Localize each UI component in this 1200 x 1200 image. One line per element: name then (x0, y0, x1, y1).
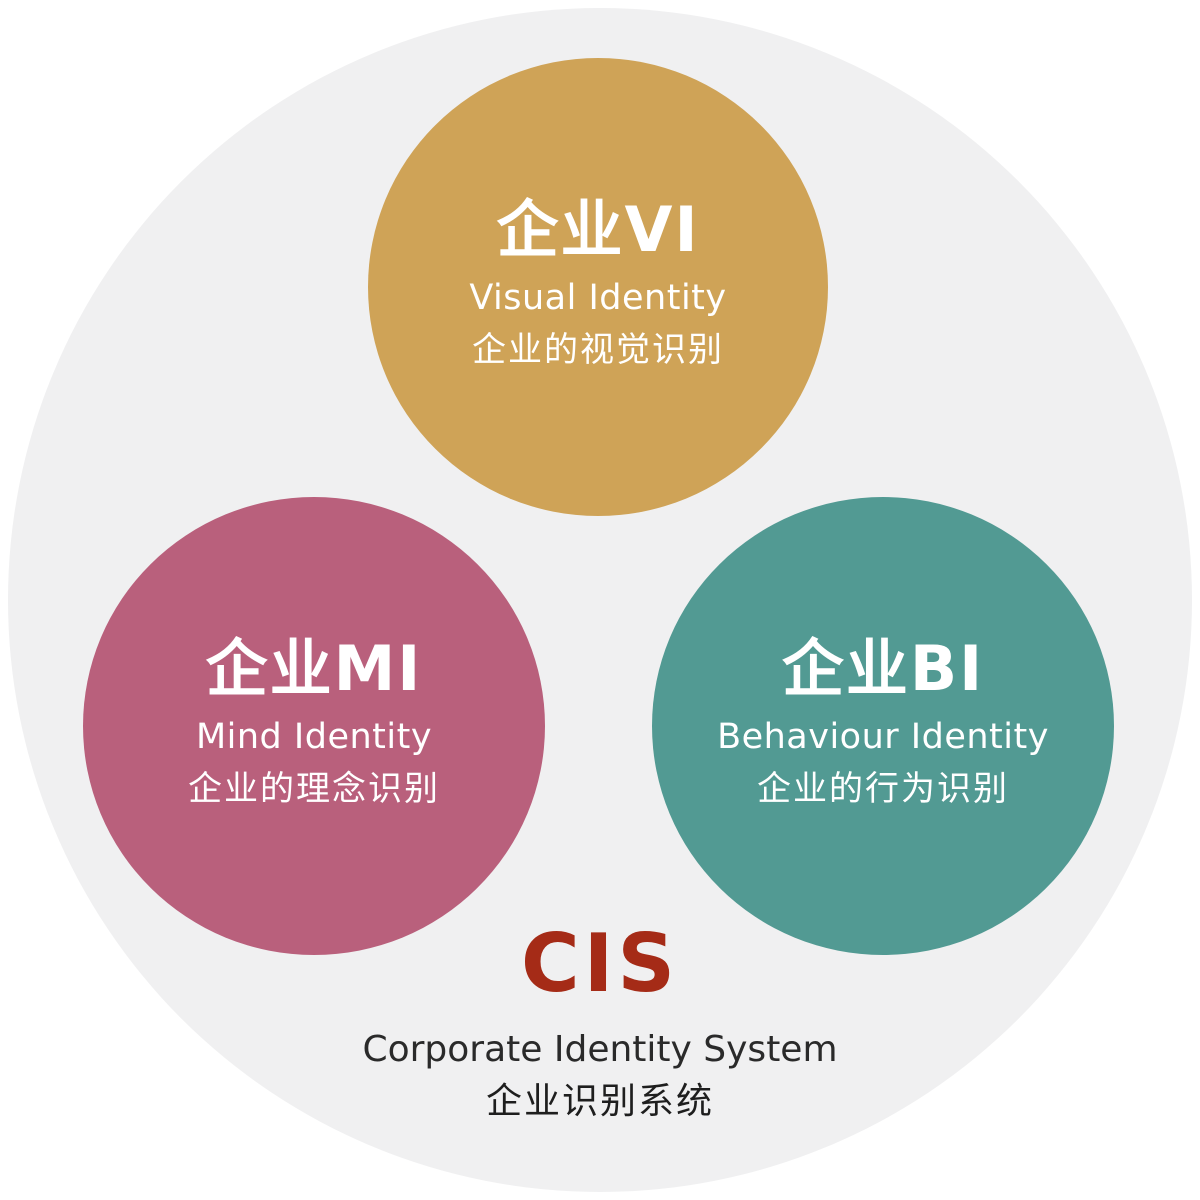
vi-description: 企业的视觉识别 (472, 329, 724, 370)
cis-title: CIS (520, 917, 680, 1010)
bi-title: 企业BI (781, 632, 985, 706)
cis-subtitle: Corporate Identity System (362, 1029, 838, 1070)
mi-circle: 企业MI Mind Identity 企业的理念识别 (83, 497, 545, 955)
cis-label-block: CIS Corporate Identity System 企业识别系统 (300, 920, 900, 1121)
cis-description: 企业识别系统 (485, 1080, 714, 1122)
bi-circle: 企业BI Behaviour Identity 企业的行为识别 (652, 497, 1114, 955)
bi-description: 企业的行为识别 (757, 768, 1009, 809)
vi-circle: 企业VI Visual Identity 企业的视觉识别 (368, 58, 828, 516)
vi-subtitle: Visual Identity (469, 278, 727, 319)
vi-title: 企业VI (496, 193, 700, 267)
mi-description: 企业的理念识别 (188, 768, 440, 809)
mi-subtitle: Mind Identity (195, 717, 433, 758)
mi-title: 企业MI (205, 632, 423, 706)
bi-subtitle: Behaviour Identity (717, 717, 1049, 758)
